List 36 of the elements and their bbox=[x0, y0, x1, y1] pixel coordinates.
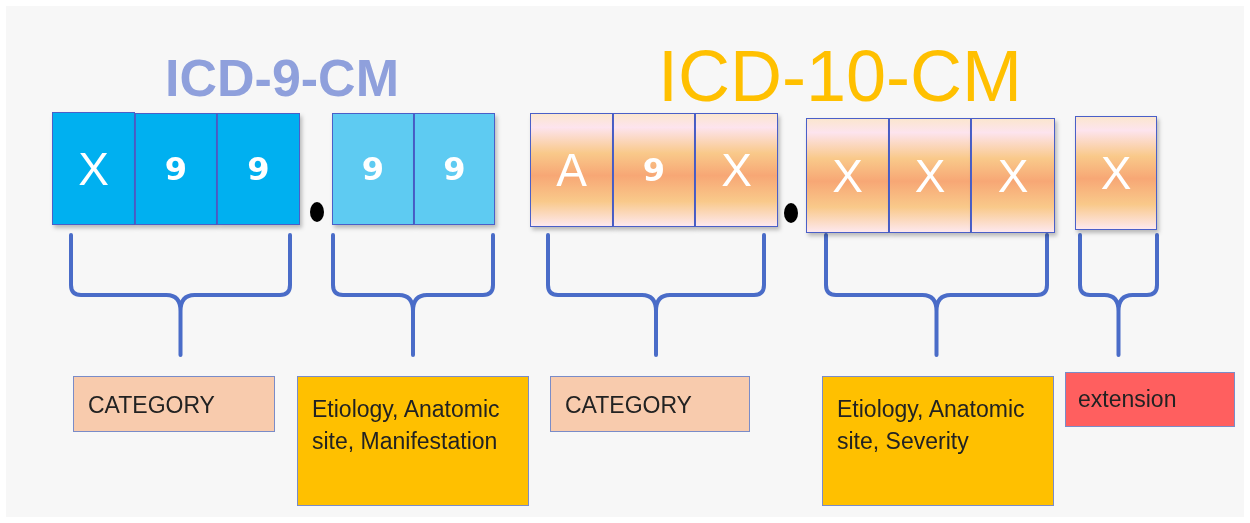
code-character: X bbox=[997, 152, 1029, 199]
code-character: X bbox=[832, 152, 863, 199]
code-character-box bbox=[695, 113, 778, 227]
code-character: 9 bbox=[361, 153, 385, 185]
label-box bbox=[73, 376, 275, 432]
code-character-box bbox=[135, 113, 217, 225]
code-character-box bbox=[613, 113, 695, 227]
code-character-box bbox=[530, 113, 613, 227]
code-character: X bbox=[78, 145, 109, 192]
code-character: A bbox=[556, 147, 587, 193]
label-box bbox=[297, 376, 529, 506]
heading: ICD-9-CM bbox=[165, 52, 399, 104]
code-character: 9 bbox=[642, 154, 666, 186]
code-character: 9 bbox=[443, 153, 466, 185]
label-box bbox=[550, 376, 750, 432]
code-character-box bbox=[332, 113, 414, 225]
label-text: extension bbox=[1078, 385, 1178, 414]
label-text: CATEGORY bbox=[565, 391, 693, 420]
code-character-box bbox=[1075, 116, 1157, 230]
label-box bbox=[822, 376, 1054, 506]
code-character-box bbox=[217, 113, 300, 225]
code-character-box bbox=[971, 118, 1055, 233]
code-character-box bbox=[889, 118, 971, 233]
code-character: X bbox=[721, 147, 752, 193]
label-text: Etiology, Anatomic site, Severity bbox=[837, 395, 1026, 456]
code-character: X bbox=[914, 152, 946, 199]
label-text: CATEGORY bbox=[88, 391, 216, 420]
code-character: X bbox=[1100, 150, 1132, 196]
code-character-box bbox=[806, 118, 889, 233]
code-character-box bbox=[52, 112, 135, 225]
label-text: Etiology, Anatomic site, Manifestation bbox=[312, 395, 501, 456]
label-box bbox=[1065, 372, 1235, 427]
heading: ICD-10-CM bbox=[658, 40, 1022, 112]
code-character: 9 bbox=[164, 153, 188, 185]
code-character: 9 bbox=[247, 153, 270, 185]
code-character-box bbox=[414, 113, 495, 225]
